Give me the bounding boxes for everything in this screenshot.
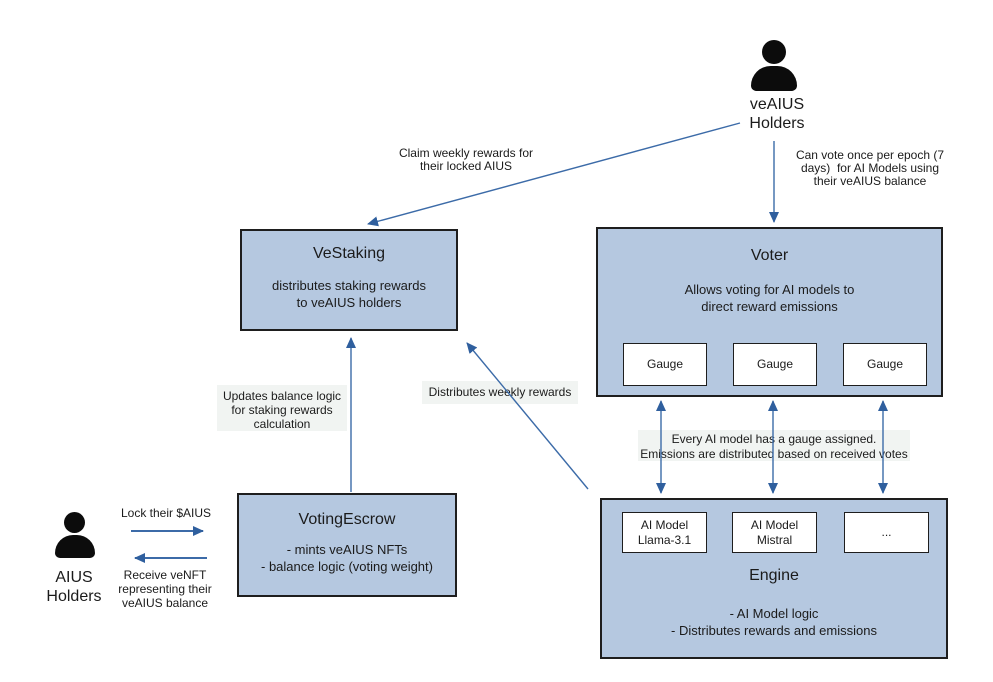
voter-description: Allows voting for AI models to direct re… bbox=[598, 281, 941, 315]
ai-model-box-mistral: AI Model Mistral bbox=[732, 512, 817, 553]
label-line: Holders bbox=[46, 588, 102, 605]
label-line: calculation bbox=[253, 417, 311, 431]
label-line: Updates balance logic bbox=[222, 389, 342, 403]
label-line: Claim weekly rewards for bbox=[398, 146, 534, 160]
model-label-line: AI Model bbox=[640, 517, 689, 532]
model-label-line: AI Model bbox=[750, 517, 799, 532]
gauge-box-3: Gauge bbox=[843, 343, 927, 386]
label-line: Can vote once per epoch (7 bbox=[795, 148, 945, 162]
voter-title: Voter bbox=[750, 247, 789, 264]
engine-description: - AI Model logic - Distributes rewards a… bbox=[602, 605, 946, 639]
vestaking-description: distributes staking rewards to veAIUS ho… bbox=[242, 277, 456, 311]
distributes-rewards-edge-label: Distributes weekly rewards bbox=[422, 381, 578, 404]
body-line: Allows voting for AI models to bbox=[684, 282, 855, 297]
model-label-line: Mistral bbox=[756, 532, 793, 547]
can-vote-edge-label: Can vote once per epoch (7 days) for AI … bbox=[778, 149, 962, 188]
votingescrow-description: - mints veAIUS NFTs - balance logic (vot… bbox=[239, 541, 455, 575]
engine-title: Engine bbox=[749, 567, 799, 584]
updates-balance-edge-label: Updates balance logic for staking reward… bbox=[217, 385, 347, 431]
label-line: Holders bbox=[749, 115, 805, 132]
ai-model-box-llama: AI Model Llama-3.1 bbox=[622, 512, 707, 553]
vestaking-title: VeStaking bbox=[312, 245, 386, 262]
engine-to-vestaking-arrow bbox=[466, 342, 589, 490]
body-line: distributes staking rewards bbox=[272, 278, 426, 293]
claim-rewards-edge-label: Claim weekly rewards for their locked AI… bbox=[386, 147, 546, 173]
body-line: - Distributes rewards and emissions bbox=[671, 623, 877, 638]
label-line: Receive veNFT bbox=[123, 568, 207, 582]
label-line: for staking rewards bbox=[231, 403, 333, 417]
votingescrow-box: VotingEscrow - mints veAIUS NFTs - balan… bbox=[237, 493, 457, 597]
person-icon bbox=[762, 40, 786, 64]
body-line: to veAIUS holders bbox=[296, 295, 402, 310]
aius-holders-label: AIUS Holders bbox=[34, 568, 114, 606]
gauge-box-2: Gauge bbox=[733, 343, 817, 386]
gauge-label: Gauge bbox=[866, 357, 904, 371]
model-label-line: Llama-3.1 bbox=[637, 532, 692, 547]
person-icon bbox=[64, 512, 85, 533]
votingescrow-title: VotingEscrow bbox=[298, 511, 396, 528]
claim-rewards-arrow bbox=[367, 122, 741, 227]
gauge-label: Gauge bbox=[646, 357, 684, 371]
label-line: AIUS bbox=[55, 569, 93, 586]
gauge-label: Gauge bbox=[756, 357, 794, 371]
veaius-holders-label: veAIUS Holders bbox=[737, 95, 817, 133]
receive-venft-edge-label: Receive veNFT representing their veAIUS … bbox=[112, 568, 218, 610]
voter-box: Voter Allows voting for AI models to dir… bbox=[596, 227, 943, 397]
vestaking-box: VeStaking distributes staking rewards to… bbox=[240, 229, 458, 331]
gauge-box-1: Gauge bbox=[623, 343, 707, 386]
body-line: direct reward emissions bbox=[701, 299, 838, 314]
body-line: - balance logic (voting weight) bbox=[261, 559, 433, 574]
label-line: representing their bbox=[118, 582, 212, 596]
person-icon bbox=[751, 66, 797, 91]
label-line: veAIUS bbox=[749, 96, 805, 113]
body-line: - AI Model logic bbox=[729, 606, 819, 621]
model-label-line: ... bbox=[881, 525, 892, 539]
person-icon bbox=[55, 535, 95, 558]
label-line: veAIUS balance bbox=[121, 596, 209, 610]
engine-box: AI Model Llama-3.1 AI Model Mistral ... … bbox=[600, 498, 948, 659]
body-line: - mints veAIUS NFTs bbox=[286, 542, 408, 557]
label-line: their locked AIUS bbox=[419, 159, 513, 173]
label-line: their veAIUS balance bbox=[813, 174, 927, 188]
lock-aius-edge-label: Lock their $AIUS bbox=[120, 506, 212, 520]
ai-model-box-more: ... bbox=[844, 512, 929, 553]
label-line: days) for AI Models using bbox=[800, 161, 940, 175]
